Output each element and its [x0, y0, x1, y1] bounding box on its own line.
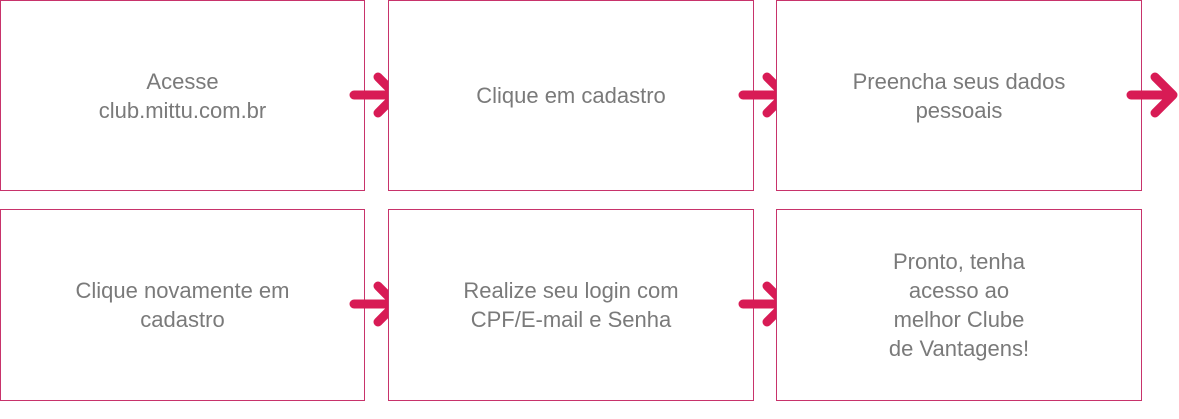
- arrow-right-icon: [1126, 68, 1179, 122]
- step-1-text: Acesse club.mittu.com.br: [98, 68, 267, 123]
- step-2-text: Clique em cadastro: [476, 83, 666, 108]
- step-5-box: Realize seu login com CPF/E-mail e Senha: [388, 209, 754, 401]
- step-4-box: Clique novamente em cadastro: [0, 209, 365, 401]
- step-1-box: Acesse club.mittu.com.br: [0, 0, 365, 191]
- step-4-text: Clique novamente em cadastro: [75, 278, 290, 332]
- step-6-box: Pronto, tenha acesso ao melhor Clube de …: [776, 209, 1142, 401]
- step-2-box: Clique em cadastro: [388, 0, 754, 191]
- step-6-text: Pronto, tenha acesso ao melhor Clube de …: [888, 249, 1030, 361]
- step-5-text: Realize seu login com CPF/E-mail e Senha: [463, 278, 679, 332]
- step-3-text: Preencha seus dados pessoais: [852, 68, 1066, 123]
- step-3-box: Preencha seus dados pessoais: [776, 0, 1142, 191]
